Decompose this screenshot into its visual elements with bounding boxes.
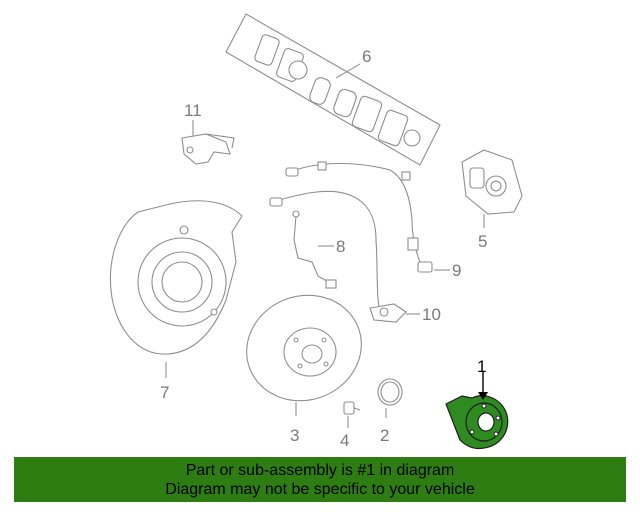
brake-pads-kit[interactable] xyxy=(225,13,441,166)
splash-shield-part[interactable] xyxy=(109,200,243,355)
callout-11: 11 xyxy=(184,101,202,120)
wear-sensor-part[interactable] xyxy=(269,161,433,313)
callout-5: 5 xyxy=(478,232,487,251)
callout-1: 1 xyxy=(477,357,486,376)
notice-banner: Part or sub-assembly is #1 in diagram Di… xyxy=(14,457,626,502)
callout-6: 6 xyxy=(362,47,371,66)
leader-line-6 xyxy=(335,63,361,79)
brake-hose-part[interactable] xyxy=(292,210,337,289)
snap-ring-part[interactable] xyxy=(377,378,403,406)
callout-3: 3 xyxy=(290,426,299,445)
speed-sensor-part[interactable] xyxy=(369,303,407,323)
hub-assembly-part[interactable] xyxy=(445,395,509,450)
banner-line-1: Part or sub-assembly is #1 in diagram xyxy=(185,462,455,479)
callout-8: 8 xyxy=(336,237,345,256)
caliper-part[interactable] xyxy=(461,149,523,215)
callout-9: 9 xyxy=(452,261,461,280)
callout-7: 7 xyxy=(160,383,169,402)
bracket-part[interactable] xyxy=(181,133,235,165)
bolt-part[interactable] xyxy=(343,401,361,415)
banner-line-2: Diagram may not be specific to your vehi… xyxy=(165,481,475,498)
callout-2: 2 xyxy=(380,426,389,445)
arrowhead-1-icon xyxy=(478,392,488,400)
brake-rotor-part[interactable] xyxy=(232,279,377,416)
callout-4: 4 xyxy=(340,431,349,450)
callout-10: 10 xyxy=(422,305,441,324)
